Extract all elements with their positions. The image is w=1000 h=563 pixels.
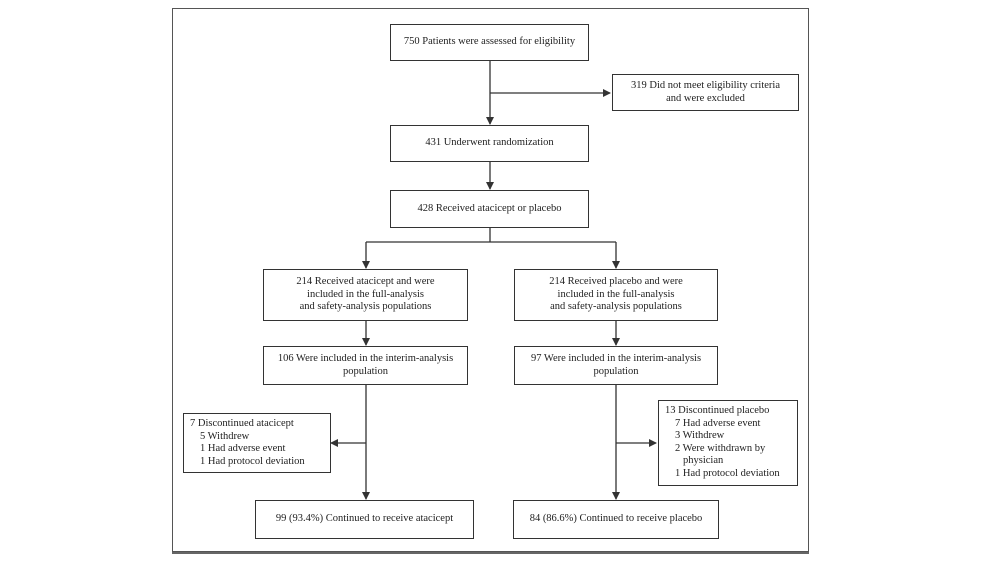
- atacicept-full-box: 214 Received atacicept and were included…: [263, 269, 468, 321]
- randomized-text: 431 Underwent randomization: [425, 137, 554, 149]
- assessed-box: 750 Patients were assessed for eligibili…: [390, 24, 589, 61]
- atacicept-discontinued-item: 1 Had adverse event: [200, 443, 286, 454]
- placebo-discontinued-item: 3 Withdrew: [675, 430, 725, 441]
- placebo-interim-box: 97 Were included in the interim-analysis…: [514, 346, 718, 385]
- atacicept-discontinued-box: 7 Discontinued atacicept 5 Withdrew 1 Ha…: [183, 413, 331, 473]
- received-box: 428 Received atacicept or placebo: [390, 190, 589, 228]
- placebo-discontinued-box: 13 Discontinued placebo 7 Had adverse ev…: [658, 400, 798, 486]
- atacicept-discontinued-item: 5 Withdrew: [200, 430, 250, 442]
- placebo-continued-text: 84 (86.6%) Continued to receive placebo: [529, 513, 703, 525]
- atacicept-discontinued-title: 7 Discontinued atacicept: [190, 418, 294, 429]
- placebo-full-box: 214 Received placebo and were included i…: [514, 269, 718, 321]
- excluded-line1: 319 Did not meet eligibility criteria: [630, 80, 780, 91]
- excluded-line2: and were excluded: [666, 92, 745, 104]
- placebo-discontinued-title: 13 Discontinued placebo: [665, 405, 770, 416]
- placebo-interim-line2: population: [593, 365, 639, 377]
- placebo-full-line3: and safety-analysis populations: [550, 301, 682, 313]
- randomized-box: 431 Underwent randomization: [390, 125, 589, 162]
- atacicept-continued-box: 99 (93.4%) Continued to receive atacicep…: [255, 500, 474, 539]
- atacicept-full-line1: 214 Received atacicept and were: [296, 276, 435, 288]
- placebo-discontinued-item: 2 Were withdrawn by: [675, 442, 766, 454]
- excluded-box: 319 Did not meet eligibility criteria an…: [612, 74, 799, 111]
- placebo-full-line2: included in the full-analysis: [557, 288, 675, 300]
- atacicept-interim-line1: 106 Were included in the interim-analysi…: [277, 353, 454, 364]
- placebo-full-line1: 214 Received placebo and were: [549, 276, 683, 288]
- atacicept-full-line3: and safety-analysis populations: [299, 301, 432, 313]
- atacicept-interim-box: 106 Were included in the interim-analysi…: [263, 346, 468, 385]
- atacicept-full-line2: included in the full-analysis: [307, 288, 424, 300]
- bottom-rule: [172, 552, 809, 554]
- diagram-frame: [172, 8, 809, 552]
- placebo-discontinued-item: physician: [683, 455, 724, 466]
- placebo-discontinued-item: 1 Had protocol deviation: [675, 467, 780, 479]
- assessed-text: 750 Patients were assessed for eligibili…: [403, 36, 576, 48]
- placebo-interim-line1: 97 Were included in the interim-analysis: [530, 353, 702, 364]
- atacicept-continued-text: 99 (93.4%) Continued to receive atacicep…: [275, 513, 454, 525]
- placebo-discontinued-item: 7 Had adverse event: [675, 417, 761, 429]
- atacicept-interim-line2: population: [343, 365, 388, 377]
- placebo-continued-box: 84 (86.6%) Continued to receive placebo: [513, 500, 719, 539]
- received-text: 428 Received atacicept or placebo: [417, 202, 562, 214]
- atacicept-discontinued-item: 1 Had protocol deviation: [200, 455, 305, 467]
